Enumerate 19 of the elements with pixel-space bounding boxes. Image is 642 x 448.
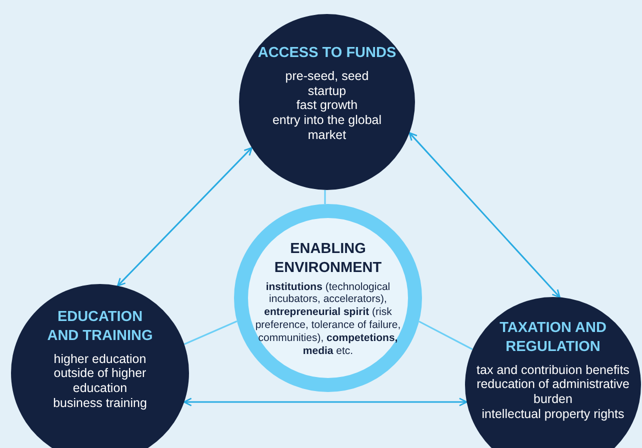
description-text: institutions (technological incubators, accelerators), entrepreneurial spirit (risk preference, tolerance of failure, communities), competetions, media etc. [254, 280, 402, 358]
list-item: pre-seed, seed [284, 68, 370, 84]
circle-heading: ENABLING ENVIRONMENT [273, 240, 383, 278]
list-item: startup [306, 84, 348, 98]
list-item: intellectual property rights [480, 406, 626, 422]
connector-line [324, 190, 326, 204]
double-arrow [117, 147, 253, 286]
connector-line [184, 320, 238, 345]
list-item: higher education [52, 352, 148, 366]
list-item: tax and contribuion benefits [476, 362, 630, 378]
list-item: business training [52, 396, 148, 411]
connector-line [418, 320, 473, 350]
double-arrow [408, 132, 560, 298]
list-item: entry into the global market [272, 113, 382, 143]
circle-heading: TAXATION AND REGULATION [498, 319, 608, 357]
circle-heading: ACCESS TO FUNDS [256, 44, 398, 63]
double-arrow [183, 398, 468, 406]
list-item: fast growth [295, 98, 359, 114]
circle-heading: EDUCATION AND TRAINING [46, 308, 154, 346]
